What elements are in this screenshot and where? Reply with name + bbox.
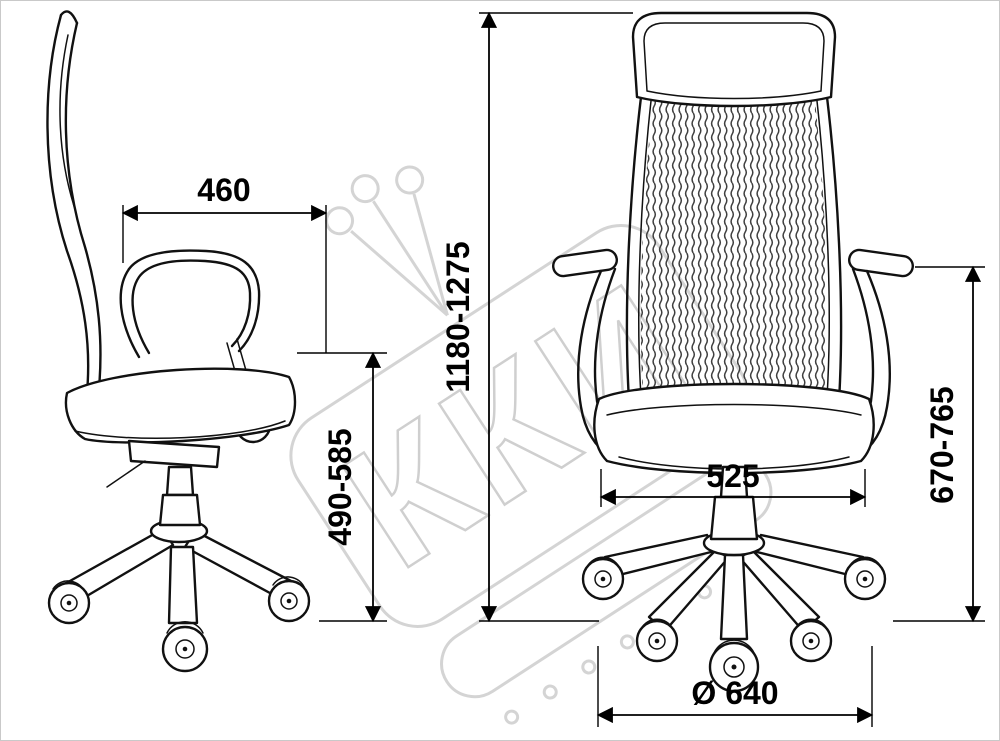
front-caster-center — [708, 639, 760, 693]
dimension-overall-height: 1180-1275 — [440, 11, 633, 623]
dimension-seat-depth: 460 — [121, 172, 328, 353]
tilt-lever — [106, 460, 146, 488]
side-caster-right — [267, 576, 311, 623]
watermark-sparkle — [325, 165, 449, 317]
dimension-label-seat-height: 490-585 — [322, 428, 358, 545]
dimension-label-armrest-height: 670-765 — [924, 386, 960, 503]
headrest — [631, 11, 837, 108]
dimension-label-seat-width: 525 — [706, 458, 759, 494]
dimension-base-diameter: Ø 640 — [596, 646, 874, 727]
side-caster-left — [47, 580, 91, 625]
watermark-bar — [440, 458, 773, 699]
side-mechanism — [106, 439, 221, 488]
dimension-label-seat-depth: 460 — [197, 172, 250, 208]
side-caster-front — [161, 621, 209, 673]
front-base-legs — [603, 533, 865, 641]
armrest-pad-right — [848, 248, 914, 278]
side-base-legs — [59, 527, 293, 625]
side-backrest — [46, 10, 102, 395]
armrest-pad-left — [552, 248, 618, 278]
front-caster-right — [843, 556, 887, 601]
dimension-armrest-height: 670-765 — [893, 265, 985, 623]
dimension-seat-height: 490-585 — [297, 351, 387, 623]
side-seat — [64, 367, 297, 444]
front-caster-midright — [789, 618, 833, 663]
mesh-back-panel — [640, 101, 828, 397]
back-frame — [625, 95, 843, 403]
dimension-label-base-diameter: Ø 640 — [691, 675, 778, 711]
dimension-seat-width: 525 — [599, 458, 867, 507]
side-view — [46, 10, 311, 673]
dimension-label-overall-height: 1180-1275 — [440, 241, 476, 392]
front-caster-left — [581, 556, 625, 601]
side-gas-lift — [158, 465, 202, 527]
watermark-dots — [504, 584, 713, 725]
front-view — [552, 11, 914, 693]
front-caster-midleft — [635, 618, 679, 663]
